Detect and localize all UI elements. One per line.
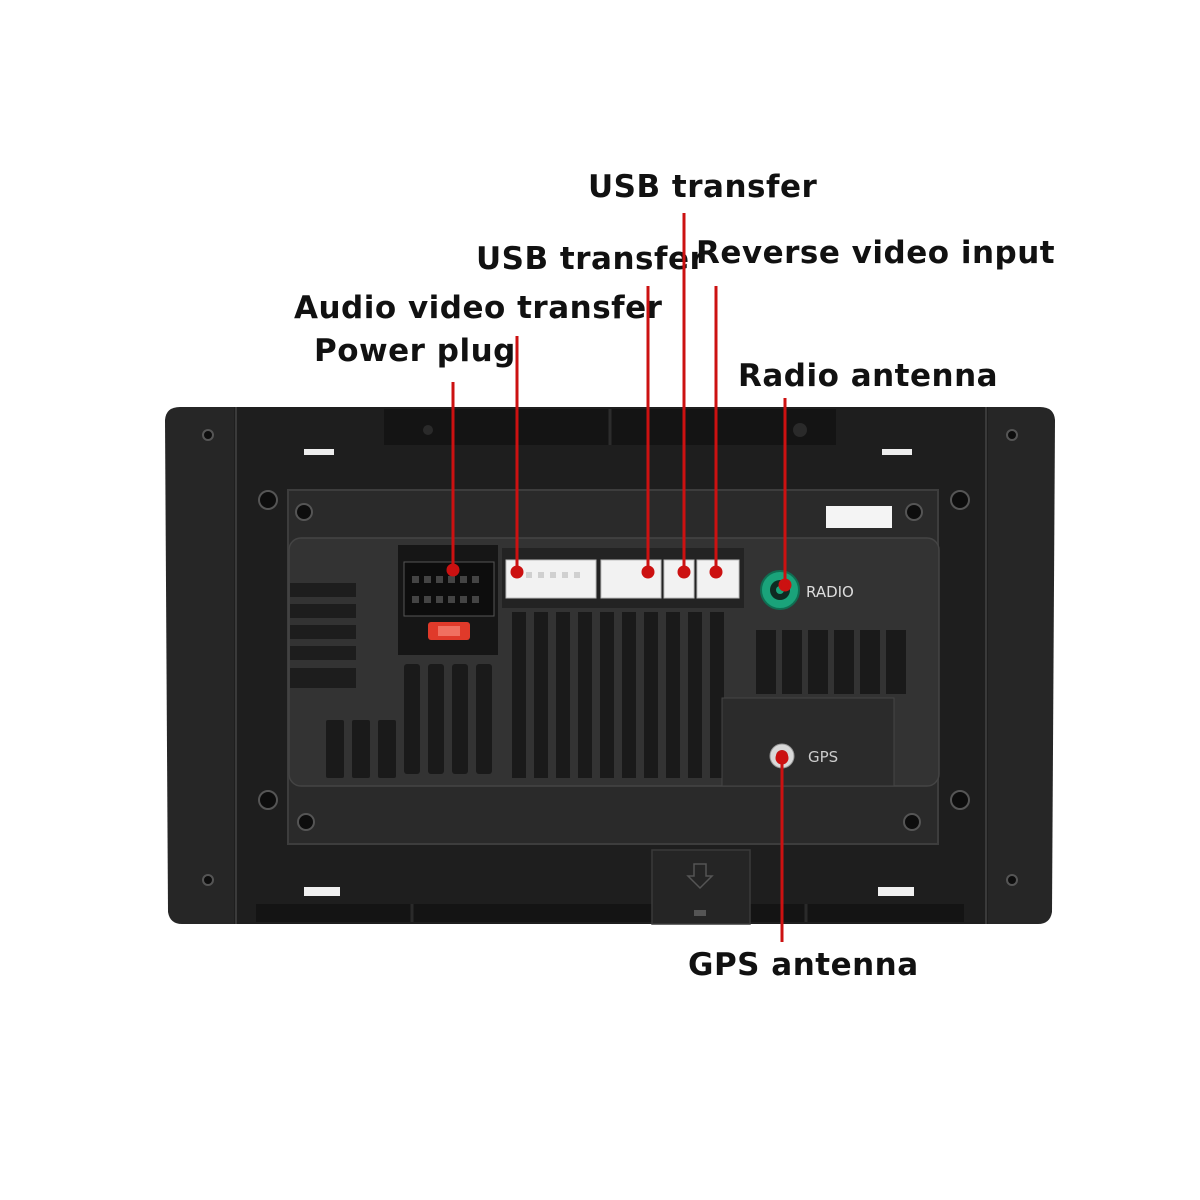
radio-marking: RADIO [806,583,854,601]
central-vents [512,612,724,778]
left-vents [290,583,356,688]
label-usb-transfer: USB transfer [476,241,706,277]
clip-bottom-right [878,887,914,896]
audio-video-connector [505,559,597,599]
right-wing [986,407,1055,924]
sticker [826,506,892,528]
label-reverse-video-input: Reverse video input [696,235,1056,271]
left-wing [165,407,236,924]
label-audio-video-transfer: Audio video transfer [294,290,663,326]
gps-block [721,697,895,787]
latch-arrow-icon [686,863,714,890]
clip-top-left [304,449,334,455]
reverse-video-connector [696,559,740,599]
lower-left-vents [326,664,492,778]
label-power-plug: Power plug [314,333,516,369]
screws [202,429,1018,886]
clip-top-right [882,449,912,455]
label-gps-antenna: GPS antenna [688,947,919,983]
right-vents [756,630,906,694]
label-radio-antenna: Radio antenna [738,358,999,394]
clip-bottom-left [304,887,340,896]
gps-marking: GPS [808,748,838,766]
bottom-vent-bar [256,904,964,922]
callout-lines [446,213,792,942]
usb-connector-b [663,559,695,599]
label-usb-transfer-top: USB transfer [588,169,818,205]
usb-connector-a [600,559,662,599]
